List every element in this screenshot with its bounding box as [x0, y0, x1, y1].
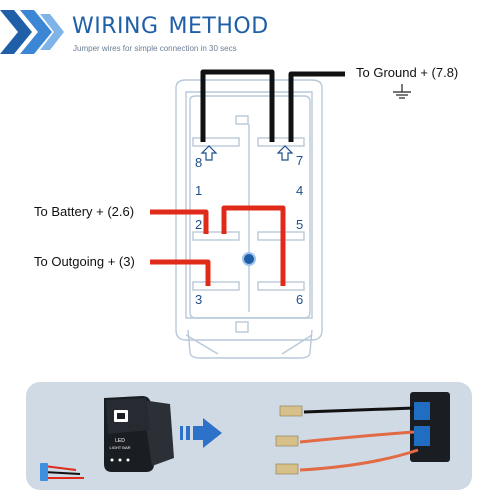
title-word-method: METHOD — [168, 14, 269, 39]
arrow-right-icon — [180, 418, 222, 448]
label-to-battery: To Battery + (2.6) — [34, 204, 135, 219]
battery-wires — [150, 205, 286, 286]
page-title: WIRING METHOD — [72, 14, 279, 39]
rocker-switch-outline — [175, 79, 323, 359]
ground-symbol-icon — [393, 84, 411, 99]
pin-4: 4 — [296, 183, 304, 198]
switch-legend-line1: LED — [115, 438, 125, 444]
pin-5: 5 — [296, 217, 304, 232]
label-to-outgoing: To Outgoing + (3) — [34, 254, 135, 269]
rocker-switch-photo: LED LIGHT BAR — [104, 396, 174, 472]
ground-wires — [200, 69, 345, 142]
product-photo-panel — [26, 382, 472, 490]
chevron-logo-icon — [0, 10, 64, 54]
pin-7: 7 — [296, 153, 304, 168]
led-indicator-dot — [242, 252, 256, 266]
switch-legend-line2: LIGHT BAR — [109, 445, 130, 450]
jumper-wires-small — [40, 463, 84, 481]
pin-2: 2 — [195, 217, 203, 232]
pin-1: 1 — [195, 183, 203, 198]
pin-8: 8 — [195, 155, 203, 170]
pin-3: 3 — [195, 292, 203, 307]
title-word-wiring: WIRING — [72, 14, 159, 39]
wired-switch-photo — [275, 392, 450, 475]
label-to-ground: To Ground + (7.8) — [356, 65, 459, 80]
pin-6: 6 — [296, 292, 304, 307]
page-subtitle: Jumper wires for simple connection in 30… — [73, 44, 237, 53]
up-arrow-icon — [200, 145, 294, 161]
outgoing-wire — [150, 259, 211, 286]
